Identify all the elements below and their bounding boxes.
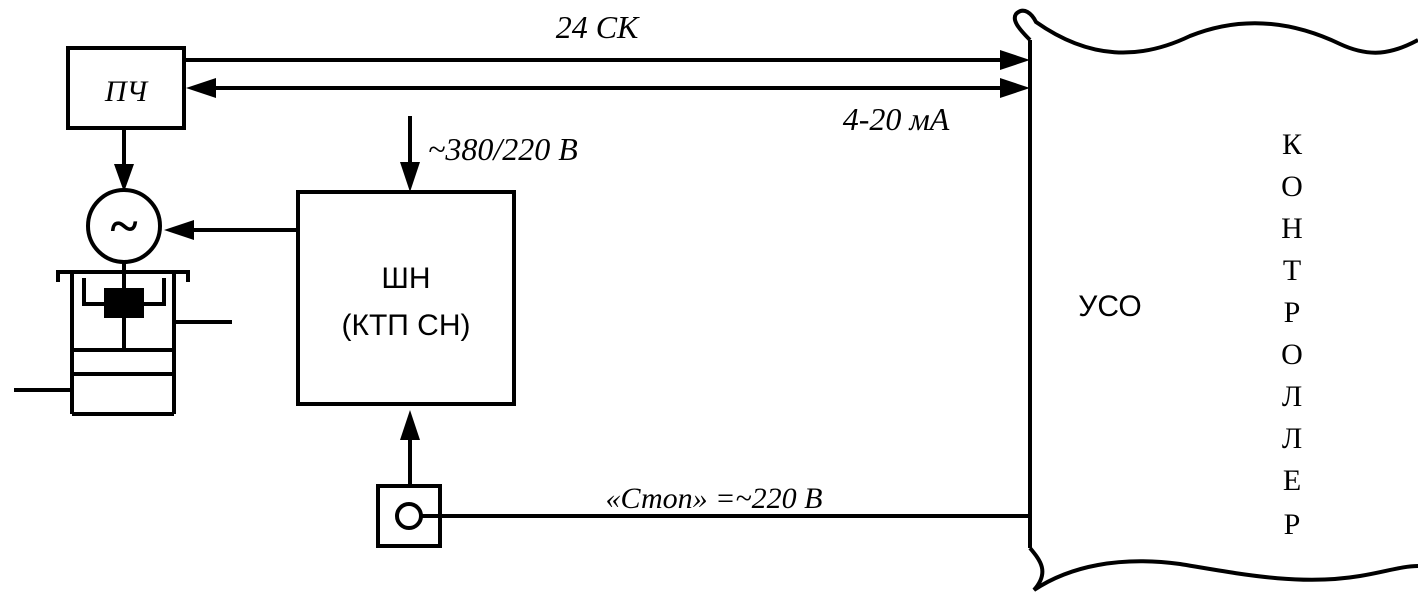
controller-letter: Е	[1283, 464, 1301, 497]
pump-assembly	[14, 262, 232, 416]
coupling-block	[104, 288, 144, 318]
motor-tilde-label: ~	[110, 198, 137, 255]
line-24sk: 24 СК	[184, 9, 1030, 70]
stop-line: «Стоп» =~220 В	[421, 482, 1030, 518]
controller-letter: Т	[1283, 254, 1301, 287]
controller-letter: Л	[1282, 380, 1302, 413]
label-24sk: 24 СК	[556, 9, 640, 45]
frequency-converter-block: ПЧ	[66, 46, 186, 130]
controller-letter: О	[1281, 170, 1303, 203]
shn-label: ШН	[381, 262, 430, 295]
controller-letter: О	[1281, 338, 1303, 371]
line-4-20ma: 4-20 мА	[186, 78, 1030, 137]
supply-input: ~380/220 В	[400, 116, 578, 192]
pch-label: ПЧ	[104, 75, 150, 108]
controller-letter: Р	[1284, 508, 1301, 541]
controller-letter: Р	[1284, 296, 1301, 329]
controller-letter: К	[1282, 128, 1303, 161]
supply-label: ~380/220 В	[428, 131, 578, 167]
stop-button-symbol	[376, 410, 442, 548]
uso-label: УСО	[1078, 290, 1141, 323]
controller-panel: УСО К О Н Т Р О Л Л Е Р	[1012, 8, 1418, 592]
label-4-20ma: 4-20 мА	[843, 101, 950, 137]
controller-vertical-label: К О Н Т Р О Л Л Е Р	[1281, 128, 1303, 541]
controller-letter: Л	[1282, 422, 1302, 455]
stop-line-label: «Стоп» =~220 В	[606, 482, 823, 515]
shn-sublabel: (КТП СН)	[341, 309, 470, 342]
controller-letter: Н	[1281, 212, 1303, 245]
pch-to-motor-arrow	[114, 128, 134, 192]
motor-symbol: ~	[86, 188, 162, 264]
shn-to-motor-arrow	[164, 220, 298, 240]
shn-block: ШН (КТП СН)	[296, 190, 516, 406]
